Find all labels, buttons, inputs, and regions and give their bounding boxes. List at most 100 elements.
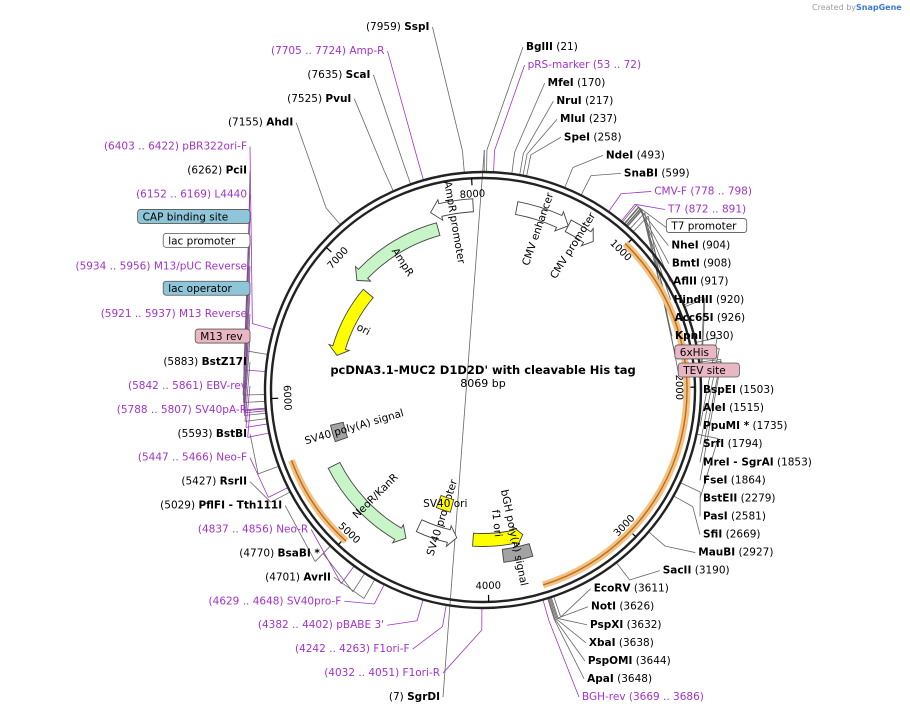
leader <box>625 208 641 226</box>
primer-label-neo-r[interactable]: (4837 .. 4856) Neo-R <box>198 524 308 536</box>
tick-label-6000: 6000 <box>281 385 293 411</box>
feature-neor-kanr <box>327 461 407 544</box>
enzyme-label-fsei[interactable]: FseI (1864) <box>703 474 766 486</box>
leader <box>247 432 270 438</box>
primer-label-pbabe-3-[interactable]: (4382 .. 4402) pBABE 3' <box>258 619 384 631</box>
leader <box>373 74 404 164</box>
feature-text-t7-promoter: T7 promoter <box>670 221 737 233</box>
feature-ori <box>327 288 374 357</box>
primer-label-t7[interactable]: T7 (872 .. 891) <box>667 204 746 216</box>
enzyme-label-acc65i[interactable]: Acc65I (926) <box>674 312 745 324</box>
feature-box-m13-rev <box>194 328 251 344</box>
enzyme-label-mlui[interactable]: MluI (237) <box>560 113 617 125</box>
enzyme-label-ppumi-[interactable]: PpuMI * (1735) <box>703 420 787 432</box>
tick-label-4000: 4000 <box>475 581 501 593</box>
feature-box-t7-promoter <box>665 218 748 233</box>
primer-label-ebv-rev[interactable]: (5842 .. 5861) EBV-rev <box>128 380 247 392</box>
leader <box>295 122 327 209</box>
enzyme-label-alei[interactable]: AleI (1515) <box>703 402 764 414</box>
enzyme-label-bglii[interactable]: BglII (21) <box>526 41 578 53</box>
enzyme-label-bsabi-[interactable]: (4770) BsaBI * <box>239 547 320 559</box>
leader <box>648 531 666 547</box>
backbone-inner <box>269 176 697 604</box>
enzyme-label-bmti[interactable]: BmtI (908) <box>672 258 731 270</box>
primer-label-neo-f[interactable]: (5447 .. 5466) Neo-F <box>138 452 247 464</box>
leader <box>432 26 463 151</box>
enzyme-label-srfi[interactable]: SrfI (1794) <box>703 438 762 450</box>
enzyme-label-nhei[interactable]: NheI (904) <box>671 240 730 252</box>
feature-label-sv40-ori: SV40 ori <box>423 498 467 510</box>
leader <box>268 487 289 498</box>
leader <box>493 150 495 173</box>
feature-sv40-poly-a-signal <box>329 421 349 443</box>
primer-label-sv40pa-r[interactable]: (5788 .. 5807) SV40pA-R <box>117 404 247 416</box>
enzyme-label-snabi[interactable]: SnaBI (599) <box>624 167 690 179</box>
feature-text-tev-site: TEV site <box>682 365 726 377</box>
enzyme-label-kpni[interactable]: KpnI (930) <box>675 330 734 342</box>
enzyme-label-pflfi-tth111i[interactable]: (5029) PflFI - Tth111I <box>160 500 282 512</box>
primer-label-m13-reverse[interactable]: (5921 .. 5937) M13 Reverse <box>101 308 247 320</box>
enzyme-label-bstz17i[interactable]: (5883) BstZ17I <box>163 356 247 368</box>
leader <box>621 191 652 195</box>
primer-label-pbr322ori-f[interactable]: (6403 .. 6422) pBR322ori-F <box>104 141 247 153</box>
primer-label-bgh-rev[interactable]: BGH-rev (3669 .. 3686) <box>582 691 704 703</box>
enzyme-label-scai[interactable]: (7635) ScaI <box>307 69 370 81</box>
enzyme-label-ecorv[interactable]: EcoRV (3611) <box>594 583 669 595</box>
enzyme-label-mrei-sgrai[interactable]: MreI - SgrAI (1853) <box>703 456 812 468</box>
leader <box>549 597 558 619</box>
leader <box>245 418 267 422</box>
enzyme-label-bsteii[interactable]: BstEII (2279) <box>703 492 776 504</box>
feature-bgh-poly-a-signal <box>501 543 534 563</box>
leader <box>564 167 574 189</box>
primer-label-prs-marker[interactable]: pRS-marker (53 .. 72) <box>528 59 642 71</box>
primer-label-amp-r[interactable]: (7705 .. 7724) Amp-R <box>271 45 385 57</box>
enzyme-label-sacii[interactable]: SacII (3190) <box>663 565 730 577</box>
enzyme-label-bspei[interactable]: BspEI (1503) <box>703 384 774 396</box>
feature-text-lac-promoter: lac promoter <box>168 235 236 247</box>
enzyme-label-apai[interactable]: ApaI (3648) <box>587 673 652 685</box>
feature-box-cap-binding-site <box>137 209 251 224</box>
primer-label-cmv-f[interactable]: CMV-F (778 .. 798) <box>654 185 752 197</box>
leader <box>340 565 355 584</box>
primer-label-sv40pro-f[interactable]: (4629 .. 4648) SV40pro-F <box>209 595 342 607</box>
enzyme-label-ndei[interactable]: NdeI (493) <box>606 149 665 161</box>
enzyme-label-pspxi[interactable]: PspXI (3632) <box>590 619 662 631</box>
enzyme-label-maubi[interactable]: MauBI (2927) <box>698 547 773 559</box>
enzyme-label-mfei[interactable]: MfeI (170) <box>548 77 606 89</box>
enzyme-label-sspi[interactable]: (7959) SspI <box>366 21 430 33</box>
enzyme-label-aflii[interactable]: AflII (917) <box>673 276 728 288</box>
enzyme-label-pspomi[interactable]: PspOMI (3644) <box>588 655 671 667</box>
leader <box>572 154 604 168</box>
enzyme-label-nrui[interactable]: NruI (217) <box>556 95 613 107</box>
leader <box>629 212 646 230</box>
enzyme-label-ahdi[interactable]: (7155) AhdI <box>228 117 293 129</box>
leader <box>684 298 706 308</box>
site-labels: BglII (21) pRS-marker (53 .. 72) MfeI (170… <box>75 21 811 703</box>
primer-label-m13-puc-reverse[interactable]: (5934 .. 5956) M13/pUC Reverse <box>75 260 247 272</box>
enzyme-label-pvui[interactable]: (7525) PvuI <box>287 93 351 105</box>
feature-muc2-insert-edge <box>542 243 688 586</box>
enzyme-label-xbai[interactable]: XbaI (3638) <box>589 637 654 649</box>
feature-label-f1-ori: f1 ori <box>489 509 504 537</box>
enzyme-label-hindiii[interactable]: HindIII (920) <box>674 294 745 306</box>
enzyme-label-sgrdi[interactable]: (7) SgrDI <box>389 691 440 703</box>
enzyme-label-pasi[interactable]: PasI (2581) <box>703 510 766 522</box>
leader <box>245 423 268 428</box>
enzyme-label-bstbi[interactable]: (5593) BstBI <box>178 428 247 440</box>
tick-label-8000: 8000 <box>459 189 485 201</box>
enzyme-label-pcii[interactable]: (6262) PciI <box>187 165 247 177</box>
enzyme-label-noti[interactable]: NotI (3626) <box>591 601 654 613</box>
leader <box>699 361 722 481</box>
primer-label-f1ori-f[interactable]: (4242 .. 4263) F1ori-F <box>295 643 410 655</box>
leader <box>383 171 394 192</box>
feature-box-tev-site <box>677 362 740 378</box>
enzyme-label-spei[interactable]: SpeI (258) <box>564 131 622 143</box>
primer-label-l4440[interactable]: (6152 .. 6169) L4440 <box>136 189 247 201</box>
leader <box>373 584 385 605</box>
enzyme-label-rsrii[interactable]: (5427) RsrII <box>181 476 247 488</box>
leader <box>333 577 365 599</box>
enzyme-label-avrii[interactable]: (4701) AvrII <box>265 571 331 583</box>
enzyme-label-sfii[interactable]: SfiI (2669) <box>703 529 761 541</box>
primer-label-f1ori-r[interactable]: (4032 .. 4051) F1ori-R <box>324 667 440 679</box>
